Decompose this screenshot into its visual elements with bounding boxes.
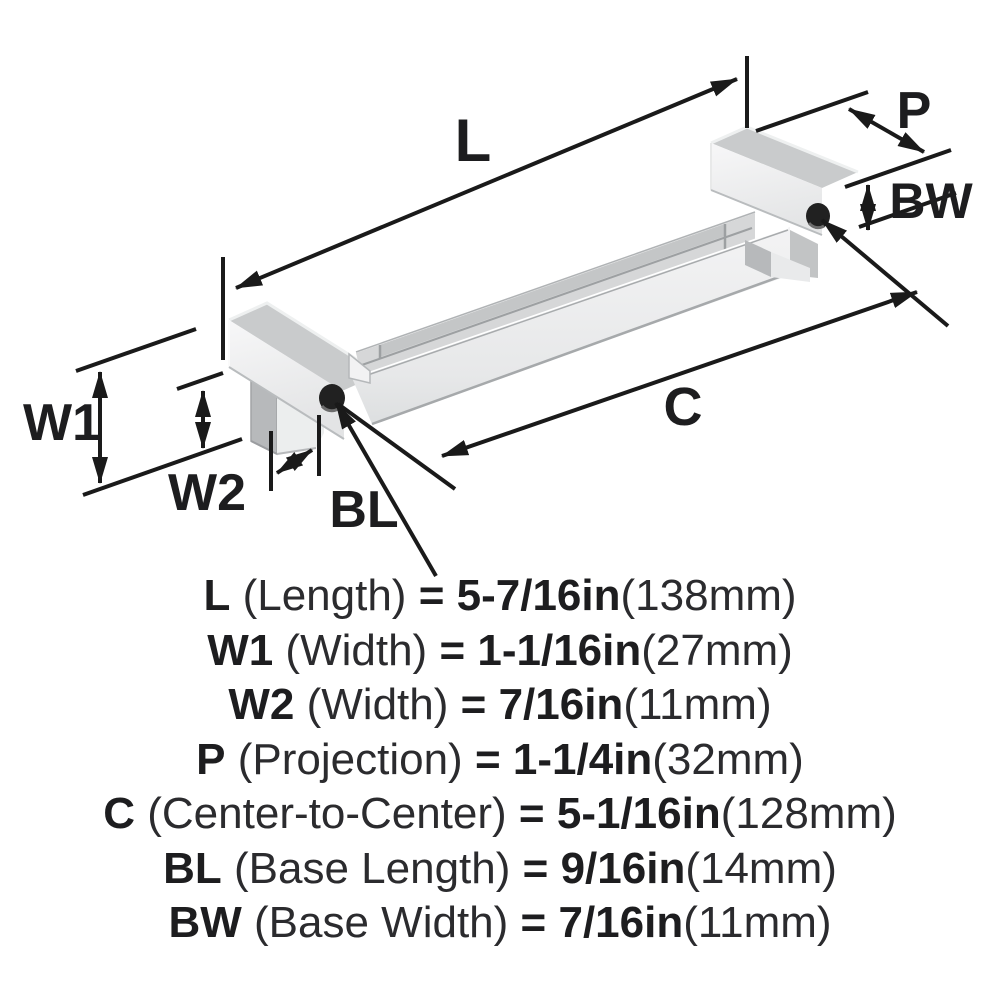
bar-front-top-highlight [361,227,789,376]
dim-L-arrow [235,77,738,290]
right-foot-top-face [711,127,858,188]
dim-BW-label: BW [889,173,973,229]
spec-equals: = [518,789,545,838]
left-post-front-face [277,397,324,454]
dim-W1-witness-upper [75,327,197,373]
spec-value: 5-1/16in [556,789,721,838]
bar-front-face [352,227,790,424]
dim-BL-label: BL [329,481,398,539]
dim-BL-arrow [275,448,314,475]
spec-value: 1-1/4in [512,734,653,784]
spec-row-width1: W1 (Width) = 1-1/16in(27mm) [0,624,1000,679]
dim-W2-witness-upper [176,371,224,391]
left-foot-top-face [229,303,380,391]
spec-equals: = [439,625,466,675]
spec-label: W2 [228,680,295,729]
spec-equals: = [460,680,487,729]
spec-label: BW [168,898,242,947]
spec-name: (Width) [306,680,449,729]
spec-name: (Base Width) [254,898,509,947]
bar-front-top-edge [361,229,789,378]
spec-label: C [103,789,136,838]
spec-row-projection: P (Projection) = 1-1/4in(32mm) [0,733,1000,788]
dim-C-witness-left [336,402,457,491]
spec-metric: (11mm) [683,898,832,947]
dim-W1-label: W1 [23,394,101,452]
spec-name: (Length) [242,571,407,620]
dim-P-arrow [848,107,925,154]
spec-equals: = [474,734,501,784]
spec-metric: (32mm) [652,734,804,784]
dim-W1-W2-witness-lower [82,437,243,497]
spec-value: 7/16in [498,680,624,729]
spec-name: (Width) [285,625,428,675]
dim-P-witness-upper [755,90,869,133]
left-hole-leader [334,401,438,578]
spec-name: (Projection) [237,734,463,784]
spec-row-base-length: BL (Base Length) = 9/16in(14mm) [0,842,1000,897]
right-post-side-face [745,240,771,277]
spec-label: P [196,734,226,784]
dim-P-BW-witness-mid [844,148,952,189]
spec-row-center-to-center: C (Center-to-Center) = 5-1/16in(128mm) [0,787,1000,842]
spec-value: 1-1/16in [477,625,642,675]
spec-value: 9/16in [560,843,686,893]
right-foot-face [711,143,822,235]
spec-list: L (Length) = 5-7/16in(138mm) W1 (Width) … [0,569,1000,951]
left-notch [348,352,371,384]
spec-label: BL [163,843,222,893]
left-foot-bottom-edge [228,366,345,440]
dimension-labels: L P BW C W1 W2 BL [23,82,973,539]
spec-label: W1 [207,625,274,675]
spec-metric: (14mm) [685,843,837,893]
spec-equals: = [522,843,549,893]
spec-value: 7/16in [558,898,684,947]
spec-metric: (11mm) [623,680,772,729]
spec-equals: = [520,898,547,947]
handle-illustration [228,125,859,456]
left-foot-face [229,320,344,439]
spec-name: (Center-to-Center) [147,789,507,838]
dim-C-witness-right [820,218,950,328]
left-foot-top-highlight [228,301,381,376]
spec-row-length: L (Length) = 5-7/16in(138mm) [0,569,1000,624]
spec-metric: (138mm) [620,571,797,620]
spec-name: (Base Length) [234,843,511,893]
spec-row-base-width: BW (Base Width) = 7/16in(11mm) [0,896,1000,951]
spec-label: L [203,571,231,620]
dim-L-label: L [455,107,492,174]
dim-C-arrow [441,290,918,458]
dim-C-label: C [664,377,703,437]
dim-W2-label: W2 [168,464,246,522]
dimension-lines [75,56,957,578]
spec-equals: = [418,571,445,620]
spec-metric: (128mm) [720,789,897,838]
spec-value: 5-7/16in [456,571,621,620]
spec-row-width2: W2 (Width) = 7/16in(11mm) [0,678,1000,733]
dim-P-label: P [897,82,932,140]
spec-metric: (27mm) [641,625,793,675]
right-post-front-face [771,252,810,282]
